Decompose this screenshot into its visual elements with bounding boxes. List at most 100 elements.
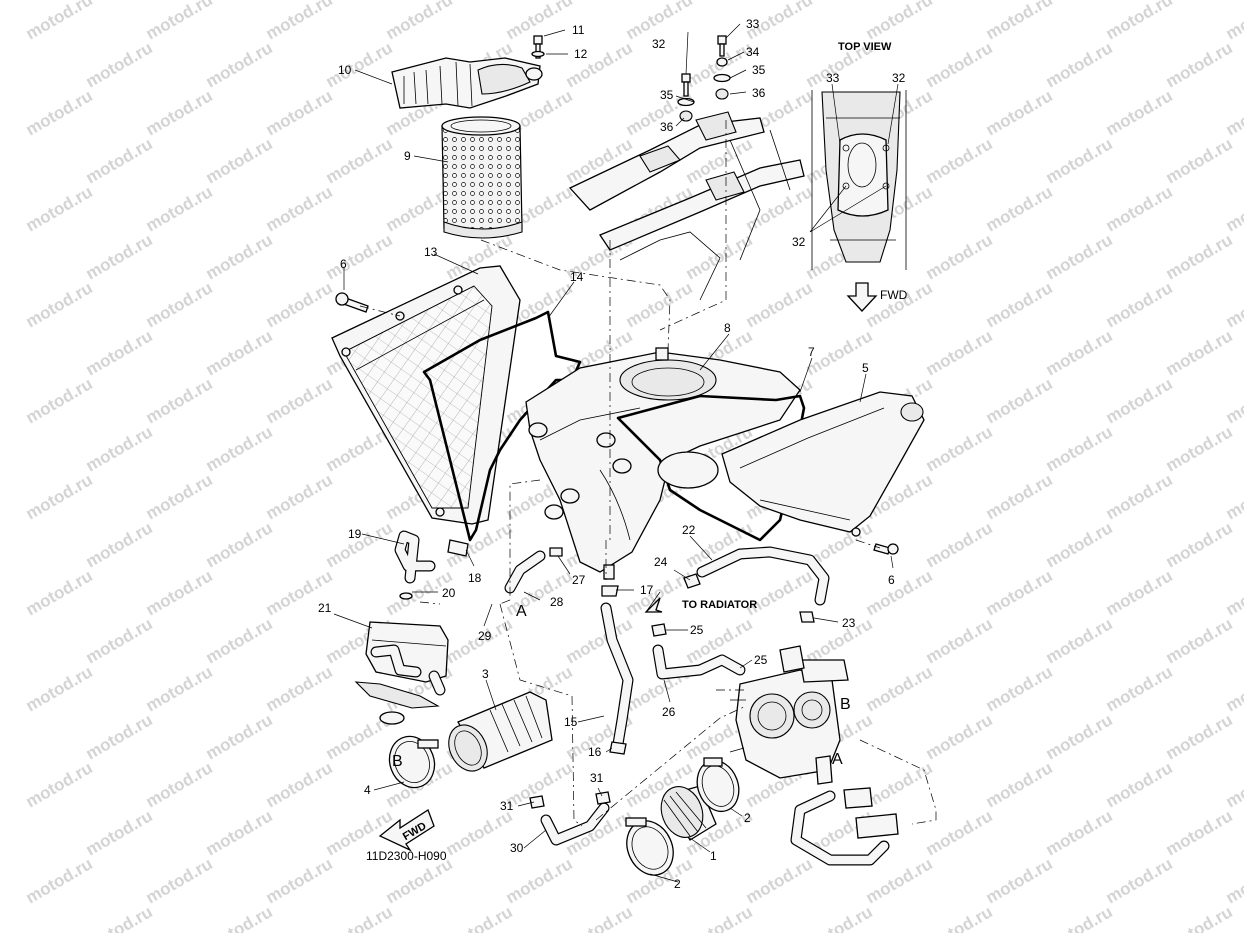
top-view-title: TOP VIEW (838, 41, 892, 53)
watermark-text: motod.ru (983, 758, 1056, 811)
watermark-text: motod.ru (143, 374, 216, 427)
watermark-text: motod.ru (1103, 278, 1176, 331)
watermark-text: motod.ru (203, 422, 276, 475)
callout-16: 16 (588, 745, 602, 759)
watermark-text: motod.ru (143, 278, 216, 331)
callout-36-left: 36 (660, 120, 674, 134)
watermark-text: motod.ru (323, 902, 396, 933)
watermark-text: motod.ru (1223, 182, 1244, 235)
screw-6-right (874, 544, 898, 554)
callout-27: 27 (572, 573, 586, 587)
screw-6-left (336, 293, 368, 312)
callout-23: 23 (842, 616, 856, 630)
watermark-text: motod.ru (923, 614, 996, 667)
callout-33-top: 33 (746, 17, 760, 31)
watermark-text: motod.ru (1163, 230, 1236, 283)
watermark-text: motod.ru (203, 518, 276, 571)
watermark-text: motod.ru (263, 0, 336, 43)
watermark-text: motod.ru (23, 758, 96, 811)
watermark-text: motod.ru (323, 230, 396, 283)
callout-30: 30 (510, 841, 524, 855)
watermark-text: motod.ru (863, 662, 936, 715)
watermark-text: motod.ru (1103, 0, 1176, 43)
watermark-text: motod.ru (83, 326, 156, 379)
watermark-text: motod.ru (923, 710, 996, 763)
watermark-text: motod.ru (443, 806, 516, 859)
watermark-text: motod.ru (23, 470, 96, 523)
watermark-text: motod.ru (1223, 470, 1244, 523)
callout-15: 15 (564, 715, 578, 729)
watermark-text: motod.ru (83, 902, 156, 933)
watermark-text: motod.ru (1043, 902, 1116, 933)
watermark-text: motod.ru (143, 86, 216, 139)
watermark-text: motod.ru (23, 566, 96, 619)
watermark-text: motod.ru (23, 854, 96, 907)
fwd-badge-label: FWD (401, 820, 429, 843)
watermark-text: motod.ru (863, 0, 936, 43)
callout-34: 34 (746, 45, 760, 59)
callout-32-inset-lower: 32 (792, 235, 806, 249)
callout-2-right: 2 (744, 811, 751, 825)
watermark-text: motod.ru (1163, 902, 1236, 933)
watermark-text: motod.ru (983, 0, 1056, 43)
callout-35-left: 35 (660, 88, 674, 102)
watermark-text: motod.ru (923, 326, 996, 379)
callout-6-right: 6 (888, 573, 895, 587)
watermark-text: motod.ru (1103, 854, 1176, 907)
watermark-text: motod.ru (923, 806, 996, 859)
intake-duct (392, 58, 542, 108)
watermark-text: motod.ru (263, 854, 336, 907)
callout-32-inset: 32 (892, 71, 906, 85)
watermark-text: motod.ru (1223, 854, 1244, 907)
watermark-text: motod.ru (1163, 422, 1236, 475)
watermark-text: motod.ru (143, 758, 216, 811)
callout-32-top: 32 (652, 37, 666, 51)
watermark-text: motod.ru (143, 470, 216, 523)
callout-29: 29 (478, 629, 492, 643)
callout-35-right: 35 (752, 63, 766, 77)
air-filter-element (442, 117, 522, 238)
watermark-text: motod.ru (83, 134, 156, 187)
watermark-text: motod.ru (1103, 86, 1176, 139)
watermark-text: motod.ru (1223, 566, 1244, 619)
watermark-text: motod.ru (983, 854, 1056, 907)
fwd-arrow-icon (848, 283, 876, 311)
watermark-text: motod.ru (203, 38, 276, 91)
watermark-text: motod.ru (1043, 422, 1116, 475)
watermark-text: motod.ru (263, 182, 336, 235)
watermark-text: motod.ru (743, 854, 816, 907)
to-radiator-label: TO RADIATOR (682, 599, 757, 611)
callout-24: 24 (654, 555, 668, 569)
watermark-text: motod.ru (983, 662, 1056, 715)
throttle-body (730, 646, 848, 784)
watermark-text: motod.ru (23, 0, 96, 43)
watermark-text: motod.ru (923, 902, 996, 933)
watermark-text: motod.ru (1103, 374, 1176, 427)
watermark-text: motod.ru (203, 614, 276, 667)
ref-a-right: A (832, 751, 843, 768)
watermark-text: motod.ru (1043, 710, 1116, 763)
watermark-text: motod.ru (203, 134, 276, 187)
callout-5: 5 (862, 361, 869, 375)
watermark-text: motod.ru (83, 806, 156, 859)
callout-4: 4 (364, 783, 371, 797)
watermark-text: motod.ru (923, 38, 996, 91)
callout-11: 11 (572, 23, 585, 37)
watermark-text: motod.ru (83, 710, 156, 763)
watermark-text: motod.ru (803, 902, 876, 933)
ref-b-right: B (840, 696, 851, 713)
watermark-text: motod.ru (1043, 134, 1116, 187)
watermark-text: motod.ru (83, 230, 156, 283)
watermark-text: motod.ru (323, 134, 396, 187)
watermark-text: motod.ru (23, 662, 96, 715)
watermark-text: motod.ru (203, 806, 276, 859)
watermark-text: motod.ru (1043, 230, 1116, 283)
callout-33-inset: 33 (826, 71, 840, 85)
callout-18: 18 (468, 571, 482, 585)
watermark-text: motod.ru (263, 662, 336, 715)
watermark-text: motod.ru (683, 902, 756, 933)
watermark-text: motod.ru (23, 86, 96, 139)
callout-1: 1 (710, 849, 717, 863)
watermark-text: motod.ru (1103, 182, 1176, 235)
